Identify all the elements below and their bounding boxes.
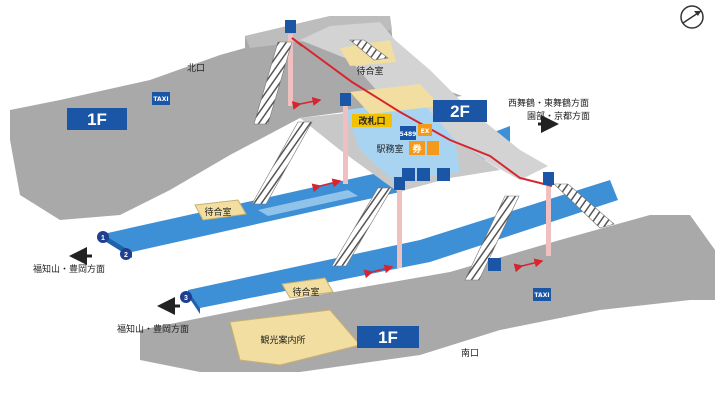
direction-west-1-label: 福知山・豊岡方面 [33,263,105,275]
jr-ticket-office-icon [400,126,416,140]
waiting-room-platform-3 [281,277,334,299]
coin-locker-icon [427,141,439,155]
taxi-north-icon [152,92,170,105]
platform-number-1: 1 [97,231,109,243]
staircases [251,39,615,281]
elevator-icon [285,20,296,33]
ex-icon [418,124,432,136]
direction-west-2-label: 福知山・豊岡方面 [117,323,189,335]
platform-number-2: 2 [120,248,132,260]
compass-icon [680,5,704,29]
taxi-south-label: TAXI [534,292,549,299]
waiting-room-platform-3-label: 待合室 [292,286,319,298]
svg-text:3: 3 [184,295,188,302]
floor-1f-north-text: 1F [87,110,107,129]
service-icons: 5489 EX 券 [400,124,501,271]
elevator-icon [543,172,554,185]
waiting-room-platform-1-label: 待合室 [204,206,231,218]
floor-label-1f-south: 1F [357,326,419,348]
platform-2-edge [258,190,358,216]
floor-1f-south-text: 1F [378,328,398,347]
accessible-route [291,37,553,279]
floor-2f-text: 2F [450,102,470,121]
waiting-room-2f-label: 待合室 [356,65,383,77]
direction-east-2-label: 園部・京都方面 [527,110,590,122]
north-exit-label: 北口 [187,63,205,74]
taxi-south: TAXI [533,288,551,301]
direction-east-label: 西舞鶴・東舞鶴方面 [508,97,589,109]
elevator-icon [340,93,351,106]
platform-number-3: 3 [180,291,192,303]
ticket-machine-icon [409,141,425,155]
elevator-icons [285,20,554,190]
floor-label-1f-north: 1F [67,108,127,130]
ticket-gate-box [352,114,392,127]
floor-label-2f: 2F [433,100,487,122]
station-office-label: 駅務室 [376,143,403,155]
ticket-machine-label: 券 [411,143,422,155]
taxi-south-icon [533,288,551,301]
ex-label: EX [421,128,430,135]
elevator-columns [288,34,551,268]
restroom-icon [402,168,415,181]
bus-stop-icon [488,258,501,271]
waiting-room-platform-1 [194,199,247,221]
jr-ticket-office-label: 5489 [400,131,417,138]
restroom-multipurpose-icon [437,168,450,181]
svg-text:2: 2 [124,252,128,259]
taxi-north: TAXI [152,92,170,105]
south-exit-label: 南口 [461,347,479,359]
south-ground-area [140,215,715,372]
wheelchair-icon [417,168,430,181]
svg-text:1: 1 [101,235,105,242]
elevator-icon [394,177,405,190]
taxi-north-label: TAXI [153,96,168,103]
tourist-info-label: 観光案内所 [260,334,305,346]
ticket-gate-label: 改札口 [358,115,385,127]
